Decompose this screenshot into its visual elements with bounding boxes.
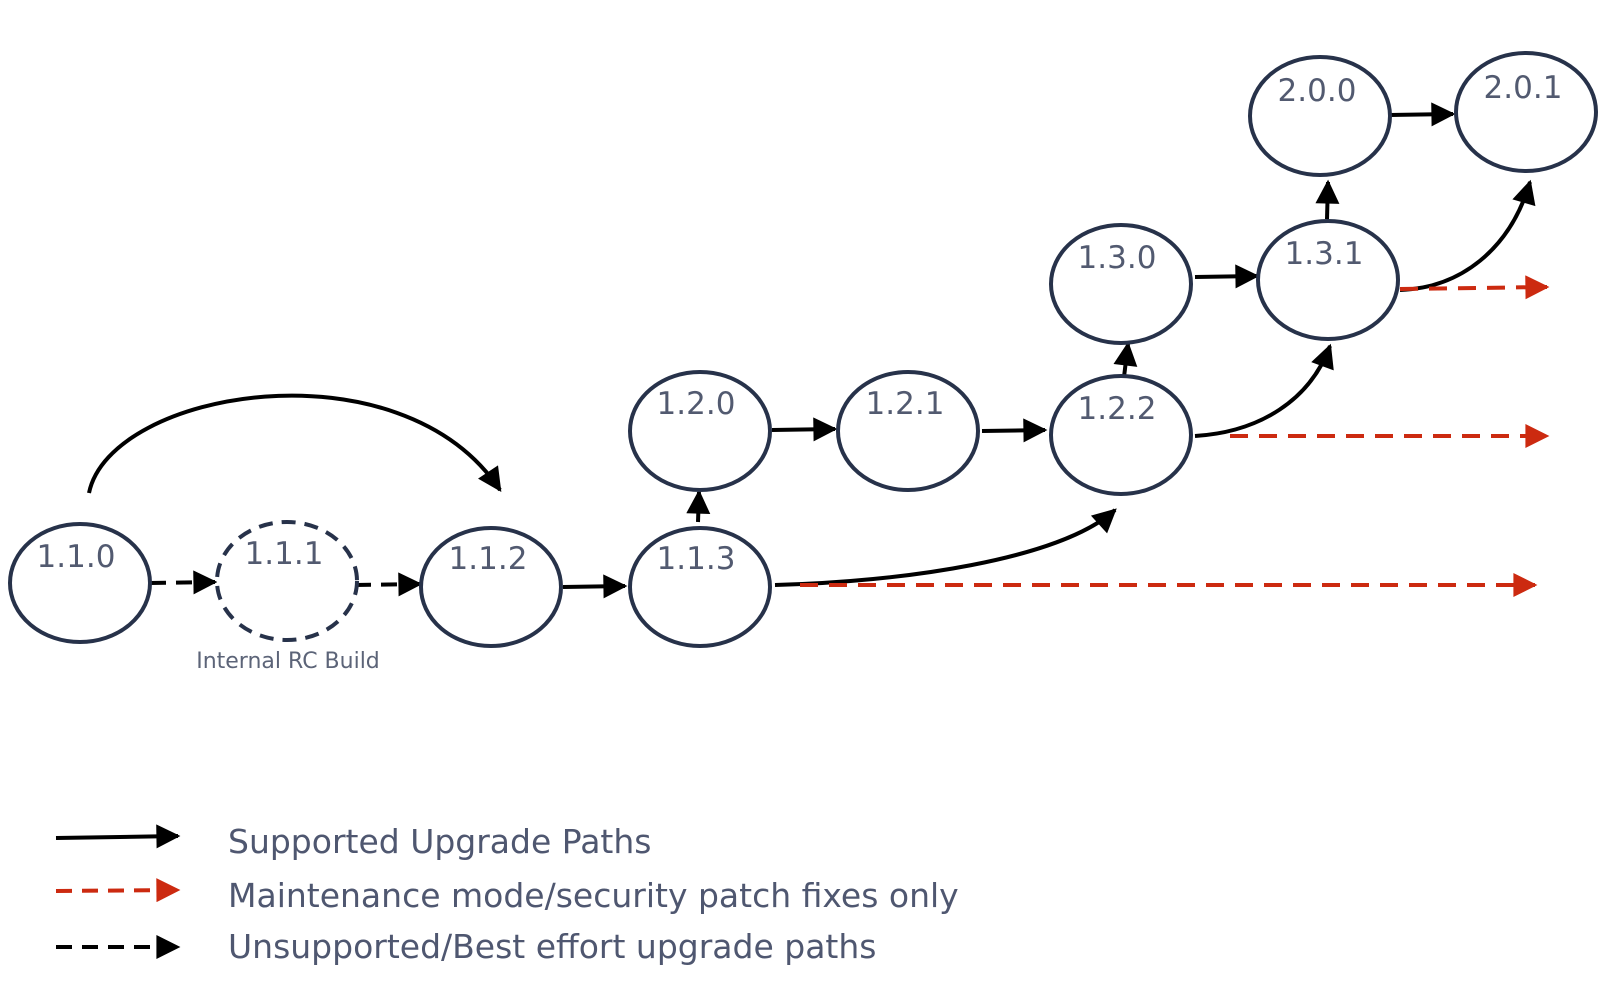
- node-1.1.1: 1.1.1 Internal RC Build: [196, 520, 380, 674]
- edge-1.1.3-to-1.2.0: [686, 489, 711, 523]
- legend-line-supported: [55, 824, 181, 849]
- node-2.0.1: 2.0.1: [1454, 51, 1598, 173]
- edges: [87, 102, 1550, 599]
- edge-1.2.0-to-1.2.1: [771, 417, 838, 442]
- edge-1.1.0-to-1.1.2: [87, 393, 502, 494]
- edge-maintenance-1.3.1: [1399, 275, 1550, 300]
- svg-text:1.1.0: 1.1.0: [37, 539, 116, 575]
- edge-1.1.1-to-1.1.2: [354, 572, 423, 597]
- nodes: 1.1.0 1.1.1 Internal RC Build 1.1.2 1.1.…: [8, 51, 1598, 674]
- legend-item-maintenance: Maintenance mode/security patch fixes on…: [55, 876, 959, 915]
- svg-text:1.2.1: 1.2.1: [866, 386, 945, 422]
- edge-1.1.2-to-1.1.3: [562, 574, 628, 599]
- legend: Supported Upgrade Paths Maintenance mode…: [55, 822, 959, 966]
- legend-line-maintenance: [55, 878, 181, 903]
- svg-text:2.0.0: 2.0.0: [1278, 73, 1357, 109]
- node-1.3.1: 1.3.1: [1256, 219, 1400, 341]
- node-1.3.0: 1.3.0: [1049, 223, 1193, 345]
- node-1.1.2: 1.1.2: [419, 526, 563, 648]
- edge-2.0.0-to-2.0.1: [1389, 102, 1456, 127]
- svg-text:1.1.3: 1.1.3: [657, 541, 736, 577]
- legend-item-unsupported: Unsupported/Best effort upgrade paths: [56, 927, 876, 966]
- node-1.2.1: 1.2.1: [836, 370, 980, 492]
- svg-text:2.0.1: 2.0.1: [1484, 70, 1563, 106]
- edge-1.1.3-to-1.2.2: [774, 508, 1117, 587]
- svg-text:1.2.2: 1.2.2: [1078, 391, 1157, 427]
- node-1.1.1-note: Internal RC Build: [196, 649, 380, 674]
- edge-1.2.2-to-1.3.0: [1113, 341, 1138, 378]
- svg-text:1.3.1: 1.3.1: [1285, 236, 1364, 272]
- svg-text:1.1.1: 1.1.1: [245, 536, 324, 572]
- edge-1.2.1-to-1.2.2: [981, 418, 1048, 443]
- svg-text:1.1.2: 1.1.2: [449, 541, 528, 577]
- node-2.0.0: 2.0.0: [1248, 55, 1392, 177]
- edge-1.2.2-to-1.3.1: [1194, 343, 1334, 438]
- edge-1.3.1-to-2.0.0: [1315, 179, 1340, 220]
- svg-text:1.2.0: 1.2.0: [657, 386, 736, 422]
- svg-text:Supported Upgrade Paths: Supported Upgrade Paths: [228, 822, 651, 861]
- svg-text:1.3.0: 1.3.0: [1078, 240, 1157, 276]
- svg-text:Unsupported/Best effort upgrad: Unsupported/Best effort upgrade paths: [228, 927, 876, 966]
- node-1.1.0: 1.1.0: [8, 522, 152, 644]
- node-1.2.2: 1.2.2: [1049, 374, 1193, 496]
- node-1.1.3: 1.1.3: [628, 526, 772, 648]
- edge-1.3.1-to-2.0.1: [1399, 179, 1536, 292]
- node-1.2.0: 1.2.0: [628, 370, 772, 492]
- svg-text:Maintenance mode/security patc: Maintenance mode/security patch fixes on…: [228, 876, 959, 915]
- edge-1.1.0-to-1.1.1: [149, 570, 218, 595]
- edge-1.3.0-to-1.3.1: [1194, 264, 1260, 289]
- legend-item-supported: Supported Upgrade Paths: [55, 822, 651, 861]
